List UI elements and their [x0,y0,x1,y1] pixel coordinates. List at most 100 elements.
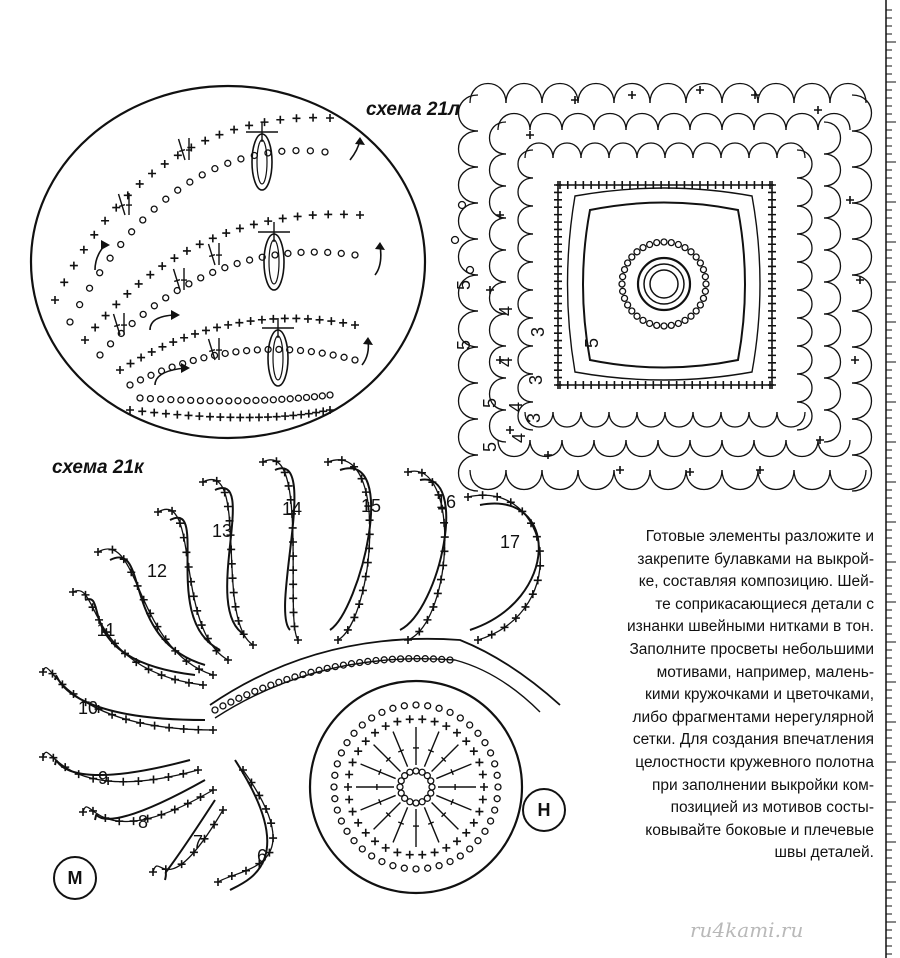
scallop-top [561,113,595,131]
single-crochet-mark [554,381,562,389]
chain-mark [343,739,351,747]
single-crochet-mark [618,181,627,189]
chain-mark [438,655,446,664]
chain-mark [418,798,426,806]
single-crochet-mark [227,871,236,880]
single-crochet-mark [496,356,504,364]
scallop-left [457,94,479,132]
scallop-left [489,313,507,347]
single-crochet-mark [179,724,188,733]
single-crochet-mark [355,600,364,609]
single-crochet-mark [610,381,619,389]
chain-mark [227,698,235,706]
single-crochet-mark [649,381,658,389]
single-crochet-mark [462,737,471,746]
scallop-left [489,121,507,155]
single-crochet-mark [246,317,255,326]
single-crochet-mark [289,552,298,561]
chain-mark [186,178,194,186]
single-crochet-mark [554,299,562,308]
chain-mark [117,240,125,249]
single-crochet-mark [554,269,562,278]
single-crochet-mark [758,181,767,189]
chain-mark [253,346,261,354]
chain-mark [378,857,386,866]
chain-mark [292,146,300,155]
single-crochet-mark [94,548,102,556]
chain-mark [701,273,710,281]
single-crochet-mark [462,828,471,837]
chain-mark [424,702,432,710]
scallop-top [689,113,723,131]
chain-mark [481,739,489,747]
chain-mark [237,155,245,163]
single-crochet-mark [294,636,302,644]
chain-mark [618,280,626,288]
single-crochet-mark [164,773,173,782]
scallop-bottom [552,411,582,428]
chain-mark [494,783,502,791]
single-crochet-mark [203,634,212,643]
single-crochet-mark [177,860,186,869]
single-crochet-mark [276,115,285,124]
double-crochet-mark [117,193,126,216]
single-crochet-mark [115,817,124,826]
single-crochet-mark [126,359,135,368]
single-crochet-mark [227,545,236,554]
leaf-center-oval [256,139,268,185]
single-crochet-mark [356,211,364,219]
chain-mark [397,789,405,797]
single-crochet-mark [264,217,273,226]
chain-mark [283,675,291,684]
single-crochet-mark [768,218,776,227]
chain-mark [337,749,346,757]
center-ring [643,263,685,305]
scallop-left [457,382,479,420]
chain-mark [380,656,388,664]
leaf-center-oval [272,335,284,381]
chain-mark [267,681,275,689]
single-crochet-mark [433,589,442,598]
single-crochet-mark [334,636,342,644]
single-crochet-mark [231,602,240,611]
instructions-line: мотивами, например, малень- [656,663,874,681]
leaf-lobe-outline [217,769,274,883]
chain-mark [174,186,182,194]
single-crochet-mark [182,548,191,557]
chain-mark [343,827,351,835]
scallop-bottom [469,469,507,491]
chain-mark [667,238,675,247]
single-crochet-mark [521,602,530,611]
single-crochet-mark [686,468,694,476]
double-crochet-mark [356,784,394,790]
single-crochet-mark [289,594,298,603]
chain-mark [400,864,408,872]
chain-mark [243,691,251,699]
double-crochet-mark [216,338,222,360]
single-crochet-mark [361,488,370,497]
single-crochet-mark [290,622,299,631]
chain-mark [687,248,695,256]
single-crochet-mark [768,255,776,264]
instructions-text: Готовые элементы разложите и закрепите б… [578,526,874,865]
chain-mark [628,253,636,261]
chain-mark [321,148,329,156]
single-crochet-mark [554,188,562,197]
chain-mark [446,857,454,866]
single-crochet-mark [123,191,132,200]
single-crochet-mark [143,814,152,823]
chain-mark [127,228,136,236]
scallop-left [457,310,479,348]
motif-row-number: 5 [582,338,602,348]
scallop-right [796,261,813,291]
double-crochet-mark [413,727,419,765]
single-crochet-mark [846,196,854,204]
single-crochet-mark [222,229,231,238]
chain-mark [235,694,243,702]
scallop-top [469,82,507,104]
center-ring [636,256,692,312]
scallop-right [851,130,873,168]
chain-mark [331,663,339,671]
scallop-bottom [785,439,819,457]
